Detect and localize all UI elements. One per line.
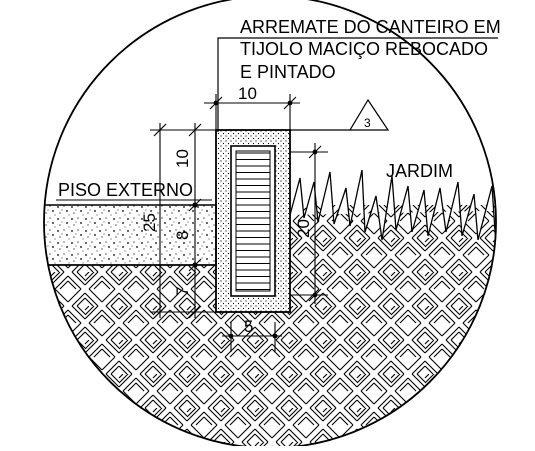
detail-ref-number: 3: [364, 116, 371, 130]
callout-line-2: TIJOLO MACIÇO REBOCADO: [240, 39, 488, 59]
callout-line-3: E PINTADO: [240, 62, 336, 82]
dim-left-inner-text: 8: [173, 231, 192, 240]
dim-top-node-left: [213, 100, 219, 106]
dim-right-node-bottom: [312, 292, 318, 298]
dim-top-node-right: [287, 100, 293, 106]
brick-lines: [235, 150, 271, 292]
dim-right-node-top: [312, 149, 318, 155]
dim-left-node-2: [192, 262, 198, 268]
dim-top-width-text: 10: [238, 84, 257, 103]
dim-left-middle-text: 25: [140, 213, 159, 232]
jardim-label: JARDIM: [386, 161, 453, 181]
dim-left-node-1: [192, 202, 198, 208]
dim-left-bottom-text: 7: [173, 287, 192, 296]
piso-externo-label: PISO EXTERNO: [58, 180, 193, 200]
brick-core-outline: [235, 150, 271, 292]
dim-bottom-width-text: 5: [244, 317, 253, 336]
callout-leader: [217, 37, 498, 132]
callout-line-1: ARREMATE DO CANTEIRO EM: [240, 17, 501, 37]
garden-grass: [289, 169, 496, 253]
dim-right-height-text: 20: [294, 219, 313, 238]
dim-left-top-text: 10: [173, 149, 192, 168]
dim-bottom-node-right: [272, 333, 278, 339]
curb-brick: [230, 145, 276, 297]
dim-bottom-node-left: [228, 333, 234, 339]
detail-contents: [44, 129, 496, 446]
detail-ref-triangle: [348, 98, 390, 131]
